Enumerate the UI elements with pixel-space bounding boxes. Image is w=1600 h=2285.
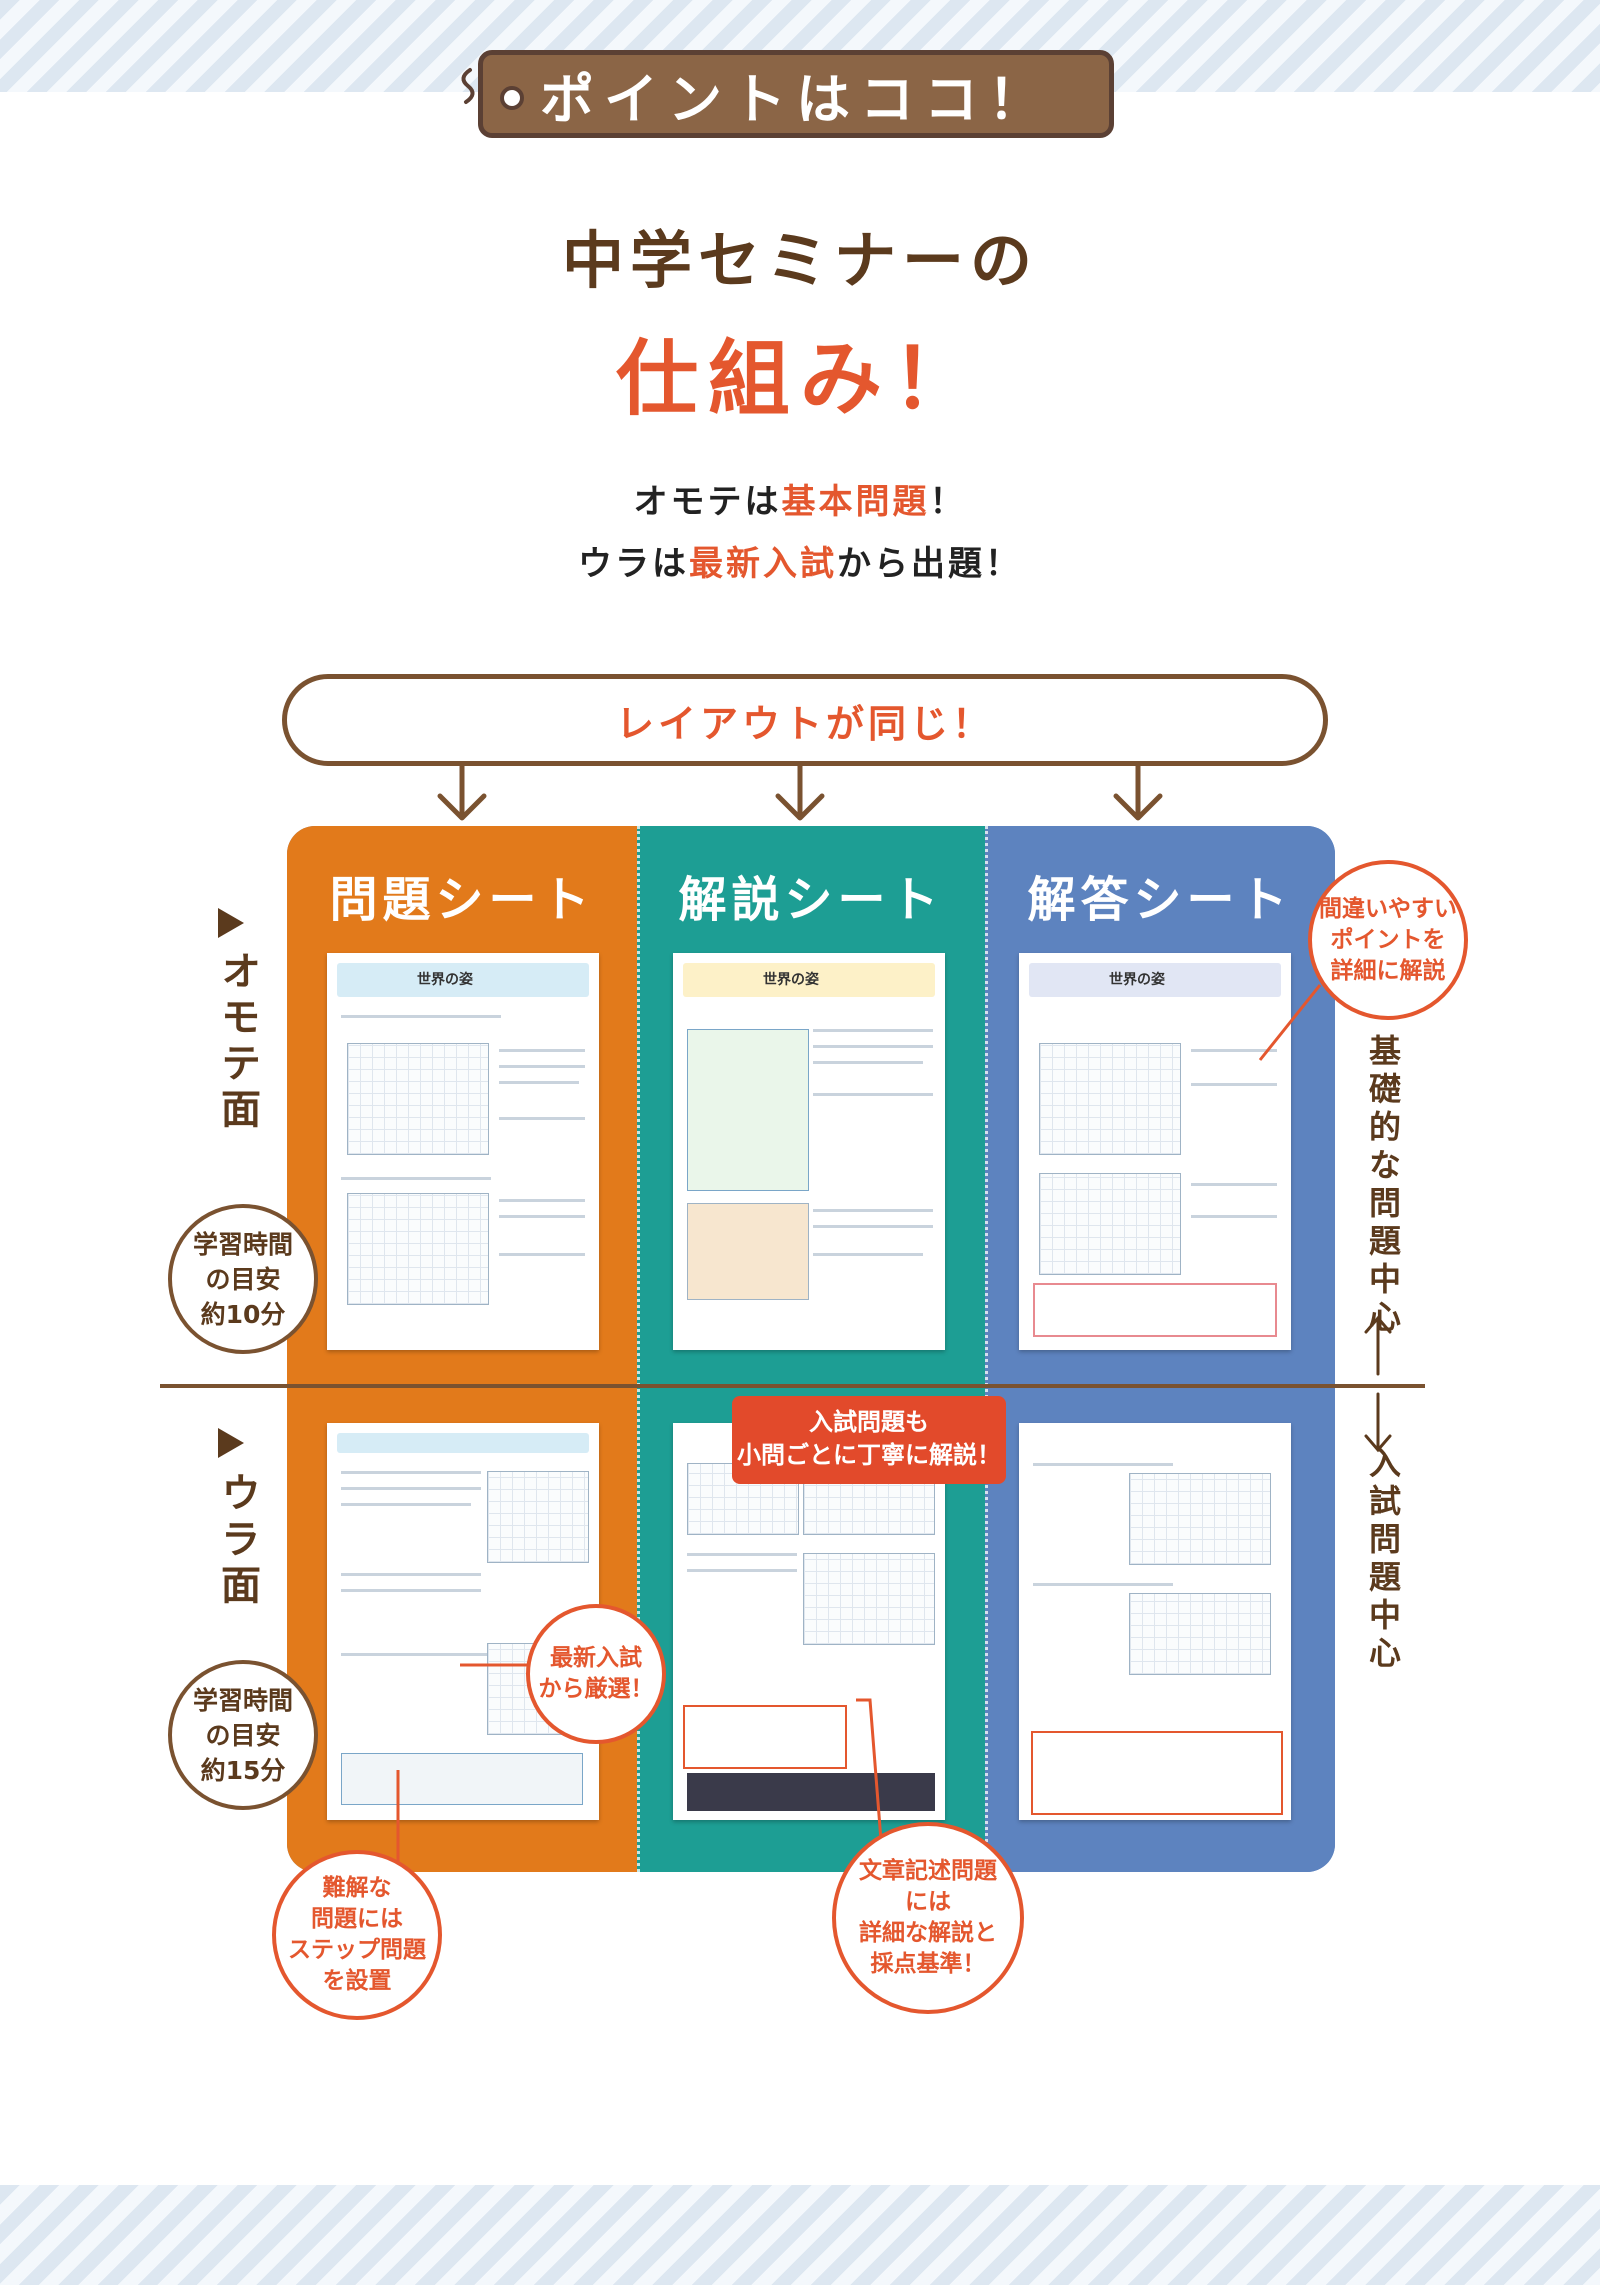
callout-step-line2: 問題には <box>311 1906 403 1932</box>
title-line1: 中学セミナーの <box>561 224 1038 297</box>
column-answer-label: 解答シート <box>1027 872 1293 928</box>
lead2-highlight: 最新入試 <box>689 544 837 584</box>
point-tag: ポイントはココ！ <box>478 50 1114 138</box>
lead2-post: から出題！ <box>837 544 1022 584</box>
thumb-problem-front: 世界の姿 <box>327 953 599 1350</box>
callout-step-line1: 難解な <box>322 1875 392 1901</box>
down-arrow-icon <box>775 766 825 821</box>
callout-written-line4: 採点基準！ <box>870 1951 986 1977</box>
thumb-title: 世界の姿 <box>763 972 819 988</box>
callout-exam-line1: 入試問題も <box>809 1408 929 1436</box>
callout-written-line3: 詳細な解説と <box>859 1920 997 1946</box>
lead1-highlight: 基本問題 <box>781 482 930 522</box>
back-time-line3: 約15分 <box>200 1755 286 1785</box>
back-side-label: ウラ面 <box>214 1472 260 1610</box>
thumb-answer-back <box>1019 1423 1291 1820</box>
callout-exam-line2: 小問ごとに丁寧に解説！ <box>737 1441 1001 1469</box>
callout-latest-exam: 最新入試から厳選！ <box>526 1604 666 1744</box>
callout-latest-line2: から厳選！ <box>538 1676 654 1702</box>
callout-written-line1: 文章記述問題 <box>859 1858 997 1884</box>
callout-step-problem: 難解な問題にはステップ問題を設置 <box>272 1850 442 2020</box>
tag-hole <box>500 86 524 110</box>
front-back-divider <box>160 1384 1425 1388</box>
callout-written-line2: には <box>905 1889 951 1915</box>
lead-line2: ウラは最新入試から出題！ <box>0 536 1600 585</box>
back-arrow-icon <box>218 1428 244 1458</box>
callout-answer-detail: 間違いやすいポイントを詳細に解説 <box>1308 860 1468 1020</box>
callout-step-line4: を設置 <box>322 1968 392 1994</box>
down-arrow-icon <box>437 766 487 821</box>
callout-exam-explanation: 入試問題も 小問ごとに丁寧に解説！ <box>732 1396 1006 1484</box>
bottom-stripe-band <box>0 2185 1600 2285</box>
thumb-answer-front: 世界の姿 <box>1019 953 1291 1350</box>
thumb-title: 世界の姿 <box>1109 972 1165 988</box>
callout-written-answer: 文章記述問題には詳細な解説と採点基準！ <box>832 1822 1024 2014</box>
back-study-time-badge: 学習時間の目安約15分 <box>168 1660 318 1810</box>
front-time-line2: の目安 <box>205 1264 281 1294</box>
callout-step-line3: ステップ問題 <box>288 1937 426 1963</box>
callout-answer-line2: ポイントを <box>1330 926 1446 953</box>
column-problem-label: 問題シート <box>329 872 595 928</box>
thumb-title: 世界の姿 <box>417 972 473 988</box>
column-explanation-label: 解説シート <box>678 872 944 928</box>
back-time-line2: の目安 <box>205 1720 281 1750</box>
right-label-basic: 基礎的な問題中心 <box>1364 1034 1402 1338</box>
down-arrows <box>437 766 1163 821</box>
updown-arrow-icon <box>1364 1315 1392 1453</box>
thumb-explanation-front: 世界の姿 <box>673 953 945 1350</box>
front-time-line3: 約10分 <box>200 1299 286 1329</box>
callout-answer-line3: 詳細に解説 <box>1330 957 1446 984</box>
lead1-post: ！ <box>929 482 967 522</box>
lead-line1: オモテは基本問題！ <box>0 474 1600 523</box>
front-study-time-badge: 学習時間の目安約10分 <box>168 1204 318 1354</box>
title-line2: 仕組み！ <box>615 332 984 427</box>
callout-answer-line1: 間違いやすい <box>1319 895 1457 922</box>
front-time-line1: 学習時間 <box>192 1229 293 1259</box>
front-side-label: オモテ面 <box>214 950 260 1134</box>
callout-latest-line1: 最新入試 <box>550 1645 642 1671</box>
leader-line-answer <box>1258 984 1322 1061</box>
lead1-pre: オモテは <box>633 482 782 522</box>
front-arrow-icon <box>218 908 244 938</box>
right-label-exam: 入試問題中心 <box>1364 1446 1402 1674</box>
layout-same-label: レイアウトが同じ！ <box>615 701 994 746</box>
back-time-line1: 学習時間 <box>192 1685 293 1715</box>
down-arrow-icon <box>1113 766 1163 821</box>
point-tag-label: ポイントはココ！ <box>540 67 1052 131</box>
lead2-pre: ウラは <box>578 544 689 584</box>
layout-same-bracket: レイアウトが同じ！ <box>282 674 1328 766</box>
